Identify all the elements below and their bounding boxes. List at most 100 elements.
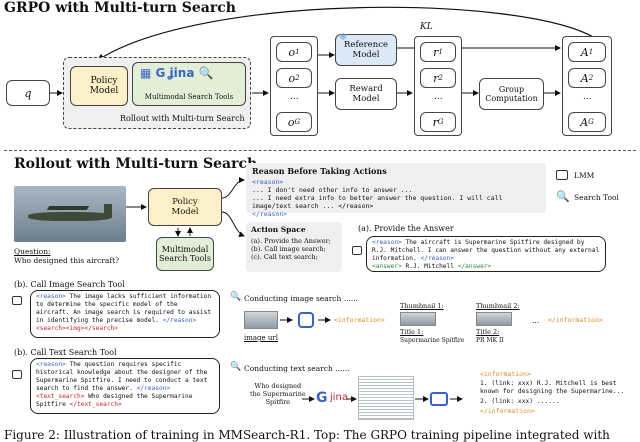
policy-model-box: Policy Model <box>70 66 128 106</box>
action-b: (b). Call image search; <box>251 245 326 253</box>
option-b-title: (b). Call Image Search Tool <box>14 280 125 289</box>
image-search-conducting: Conducting image search ...... <box>244 294 359 303</box>
section-divider <box>4 150 636 151</box>
reward-model-label: Reward Model <box>349 84 383 104</box>
question-label: Question: <box>14 247 51 256</box>
query-box: q <box>6 80 50 106</box>
reference-model-label: Reference Model <box>344 40 388 60</box>
rollout-label: Rollout with Multi-turn Search <box>120 114 245 123</box>
text-search-conducting: Conducting text search ...... <box>244 364 350 373</box>
text-result-2: 2. (link: xxx) ...... <box>480 398 560 405</box>
group-computation-label: Group Computation <box>485 85 538 103</box>
robot-icon <box>556 170 568 180</box>
reward-ellipsis: ... <box>434 92 443 102</box>
option-a-bubble: <reason> The aircraft is Supermarine Spi… <box>366 236 606 272</box>
lmm-label: LMM <box>574 171 595 180</box>
bottom-policy-model-box: Policy Model <box>148 188 222 226</box>
text-search-icon: 🔍 <box>230 362 242 372</box>
action-space-title: Action Space <box>251 225 306 234</box>
option-b-search: <search><img></search> <box>36 325 118 332</box>
option-b-reason: The image lacks sufficient information t… <box>36 293 212 324</box>
action-space-box: Action Space (a). Provide the Answer; (b… <box>246 222 342 272</box>
option-b-robot-icon <box>12 296 22 305</box>
aircraft-wing <box>46 206 90 210</box>
summarizer-icon <box>430 392 448 406</box>
title-1-label: Title 1: <box>400 328 424 336</box>
image-info-open: <information> <box>334 316 385 324</box>
policy-model-label: Policy Model <box>89 76 119 96</box>
bottom-connectors <box>126 177 463 402</box>
thumbnail-1-label: Thumbnail 1: <box>400 302 444 310</box>
group-computation-box: Group Computation <box>479 78 544 110</box>
search-tool-icon: 🔍 <box>556 190 570 203</box>
aircraft-photo <box>14 186 126 242</box>
jina-icon: jina <box>330 392 349 403</box>
option-c-search: Who designed the Supermarine Spitfire <box>36 393 193 408</box>
reason-line-2: ... I need extra info to better answer t… <box>252 194 503 210</box>
image-info-close: </information> <box>548 316 603 324</box>
query-image-thumbnail <box>244 311 278 329</box>
image-results-ellipsis: ... <box>532 316 540 325</box>
reason-title: Reason Before Taking Actions <box>252 166 387 176</box>
aircraft-fuselage <box>28 212 112 221</box>
thumbnail-2-image <box>476 312 512 326</box>
text-info-close: </information> <box>480 407 535 415</box>
kl-label: KL <box>420 22 433 32</box>
reason-box: Reason Before Taking Actions <reason> ..… <box>246 163 546 218</box>
action-c: (c). Call text search; <box>251 253 318 261</box>
thumbnail-1-image <box>400 312 436 326</box>
option-c-bubble: <reason> The question requires specific … <box>30 358 220 414</box>
search-tool-label: Search Tool <box>574 193 619 202</box>
thumbnail-2-label: Thumbnail 2: <box>476 302 520 310</box>
output-ellipsis: ... <box>290 92 299 102</box>
text-info-open: <information> <box>480 370 531 378</box>
top-title: GRPO with Multi-turn Search <box>4 0 236 16</box>
option-b-bubble: <reason> The image lacks sufficient info… <box>30 290 220 338</box>
option-c-reason: The question requires specific historica… <box>36 361 208 392</box>
bottom-title: Rollout with Multi-turn Search <box>14 156 258 172</box>
advantage-ellipsis: ... <box>583 92 592 102</box>
bottom-policy-model-label: Policy Model <box>171 197 199 217</box>
option-a-robot-icon <box>352 246 362 255</box>
figure-caption: Figure 2: Illustration of training in MM… <box>4 428 610 442</box>
reason-close-tag: </reason> <box>252 210 288 218</box>
search-results-page <box>358 376 414 420</box>
google-icon: G <box>316 390 328 406</box>
query-label: q <box>24 86 32 100</box>
text-result-1: 1. (link: xxx) R.J. Mitchell is best kno… <box>480 380 625 395</box>
question-text: Who designed this aircraft? <box>14 256 120 265</box>
search-engine-logos-icon: ▦ G ʝina 🔍 <box>140 66 214 80</box>
text-query: Who designed the Supermarine Spitfire <box>250 382 306 406</box>
option-c-title: (b). Call Text Search Tool <box>14 348 117 357</box>
multimodal-tools-label: Multimodal Search Tools <box>144 93 234 101</box>
title-2-label: Title 2: <box>476 328 500 336</box>
action-a: (a). Provide the Answer; <box>251 237 331 245</box>
google-lens-icon <box>298 312 314 328</box>
bottom-multimodal-tools-label: Multimodal Search Tools <box>159 245 211 263</box>
option-a-reason: The aircraft is Supermarine Spitfire des… <box>372 239 600 262</box>
multimodal-tools-box: Multimodal Search Tools <box>132 62 246 106</box>
image-url-label: image url <box>244 334 278 342</box>
snowflake-icon: ❄ <box>339 32 348 43</box>
reference-model-box: Reference Model <box>335 34 397 66</box>
reason-open-tag: <reason> <box>252 178 284 186</box>
reason-line-1: ... I don't need other info to answer ..… <box>252 186 413 194</box>
reward-model-box: Reward Model <box>335 78 397 110</box>
title-2-name: PR MK II <box>476 337 504 344</box>
image-search-icon: 🔍 <box>230 292 242 302</box>
option-a-answer: R.J. Mitchell <box>405 263 454 270</box>
bottom-multimodal-tools-box: Multimodal Search Tools <box>156 237 214 271</box>
option-c-robot-icon <box>12 370 22 379</box>
option-a-title: (a). Provide the Answer <box>358 224 454 233</box>
aircraft-tail <box>104 204 112 216</box>
title-1-name: Supermarine Spitfire <box>400 337 465 344</box>
